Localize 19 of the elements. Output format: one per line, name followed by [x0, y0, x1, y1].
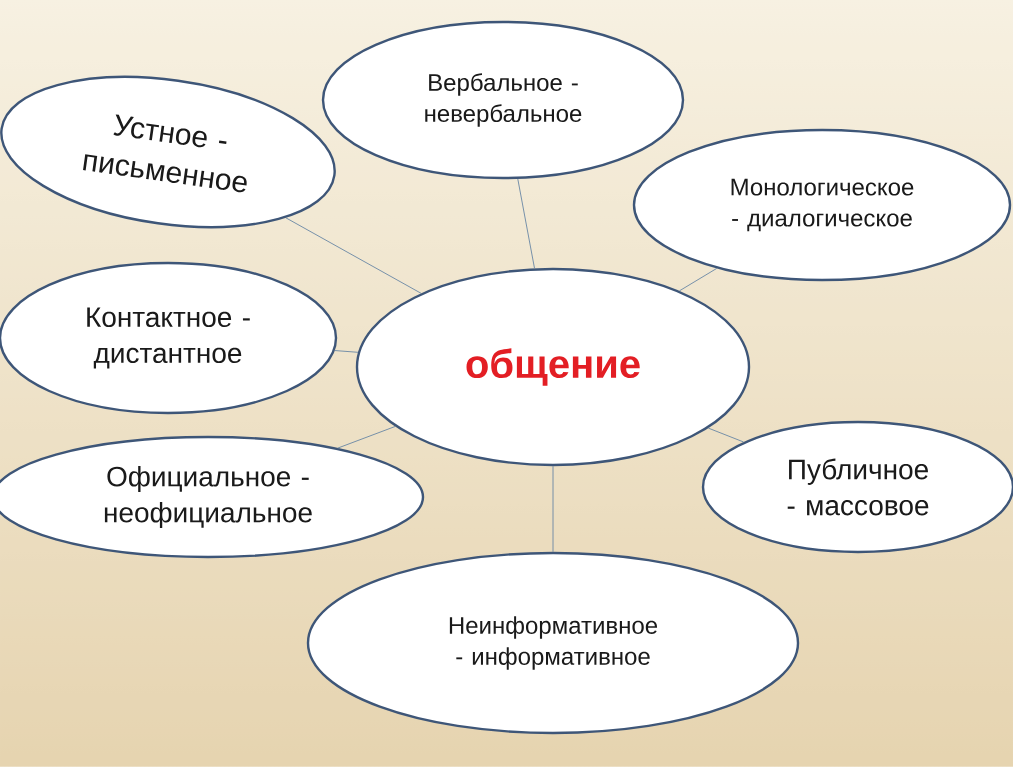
node-label: Монологическое - диалогическое — [731, 178, 914, 232]
node-label: Вербальное - невербальное — [425, 73, 582, 127]
connector-line — [552, 465, 554, 553]
node-label: общение — [466, 348, 640, 386]
topic-ellipse — [701, 420, 1013, 554]
connector-line — [678, 267, 718, 292]
central-ellipse — [355, 267, 751, 467]
connector-line — [707, 427, 744, 443]
topic-ellipse — [321, 20, 685, 180]
connector-line — [517, 178, 535, 269]
connector-line — [337, 426, 396, 449]
node-label: Публичное - массовое — [787, 458, 929, 516]
node-label: Неинформативное - информативное — [449, 616, 658, 670]
node-label: Контактное - дистантное — [87, 307, 250, 369]
node-label: Официальное - неофициальное — [104, 465, 312, 529]
node-label: Устное - письменное — [83, 114, 247, 193]
connector-line — [285, 217, 422, 294]
topic-ellipse — [632, 128, 1012, 282]
connector-line — [334, 350, 359, 353]
